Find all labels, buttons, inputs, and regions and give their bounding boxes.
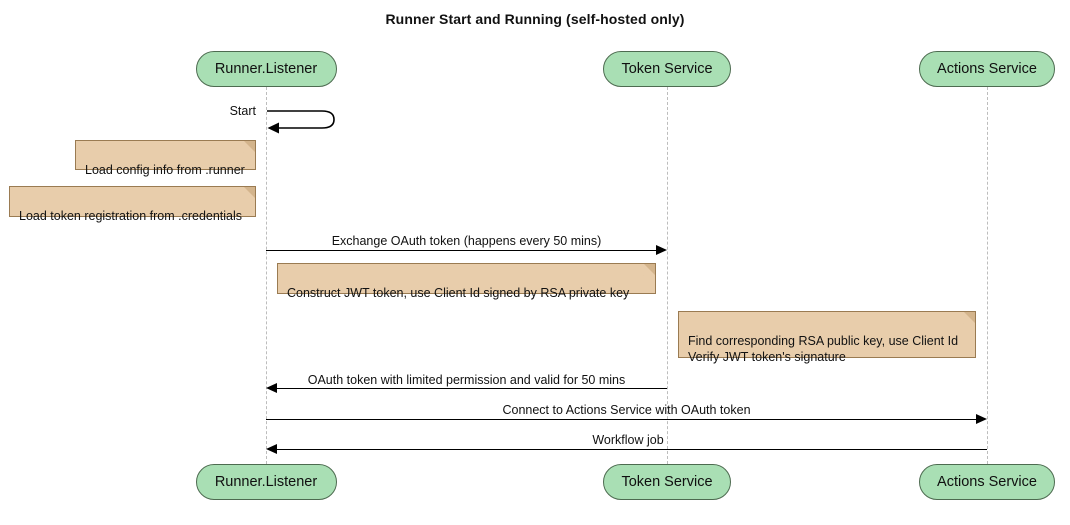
participant-actions-top[interactable]: Actions Service [919, 51, 1055, 87]
note-fold-edge-icon [243, 141, 255, 153]
lifeline-actions [987, 87, 988, 464]
page-title: Runner Start and Running (self-hosted on… [385, 11, 685, 27]
participant-runner-bottom[interactable]: Runner.Listener [195, 464, 337, 500]
participant-label: Runner.Listener [214, 61, 318, 77]
note-text: Load token registration from .credential… [19, 209, 243, 223]
message-label-start: Start [229, 104, 256, 118]
participant-token-top[interactable]: Token Service [603, 51, 731, 87]
lifeline-runner [266, 87, 267, 464]
arrowhead-right-icon [656, 244, 667, 255]
message-line-oauth-return [277, 388, 667, 389]
note-text: Construct JWT token, use Client Id signe… [287, 286, 630, 300]
message-label-workflow-job: Workflow job [592, 433, 664, 447]
message-line-workflow-job [277, 449, 987, 450]
participant-runner-top[interactable]: Runner.Listener [195, 51, 337, 87]
arrowhead-left-icon [266, 382, 277, 393]
message-label-oauth-return: OAuth token with limited permission and … [307, 373, 626, 387]
message-label-connect-actions: Connect to Actions Service with OAuth to… [502, 403, 751, 417]
note-construct-jwt: Construct JWT token, use Client Id signe… [277, 263, 656, 300]
participant-label: Runner.Listener [214, 474, 318, 490]
note-text: Find corresponding RSA public key, use C… [688, 334, 959, 364]
note-text: Load config info from .runner [85, 163, 245, 177]
note-load-token-registration: Load token registration from .credential… [9, 186, 256, 223]
message-label-exchange-oauth: Exchange OAuth token (happens every 50 m… [331, 234, 602, 248]
participant-label: Actions Service [937, 474, 1037, 490]
message-line-connect-actions [266, 419, 976, 420]
participant-label: Token Service [621, 61, 713, 77]
note-fold-edge-icon [643, 264, 655, 276]
participant-label: Actions Service [937, 61, 1037, 77]
note-fold-edge-icon [963, 312, 975, 324]
note-load-config: Load config info from .runner [75, 140, 256, 177]
participant-label: Token Service [621, 474, 713, 490]
self-message-start [262, 104, 342, 136]
arrowhead-left-icon [266, 443, 277, 454]
participant-token-bottom[interactable]: Token Service [603, 464, 731, 500]
arrowhead-right-icon [976, 413, 987, 424]
note-verify-jwt: Find corresponding RSA public key, use C… [678, 311, 976, 364]
lifeline-token [667, 87, 668, 464]
participant-actions-bottom[interactable]: Actions Service [919, 464, 1055, 500]
note-fold-edge-icon [243, 187, 255, 199]
message-line-exchange-oauth [266, 250, 656, 251]
